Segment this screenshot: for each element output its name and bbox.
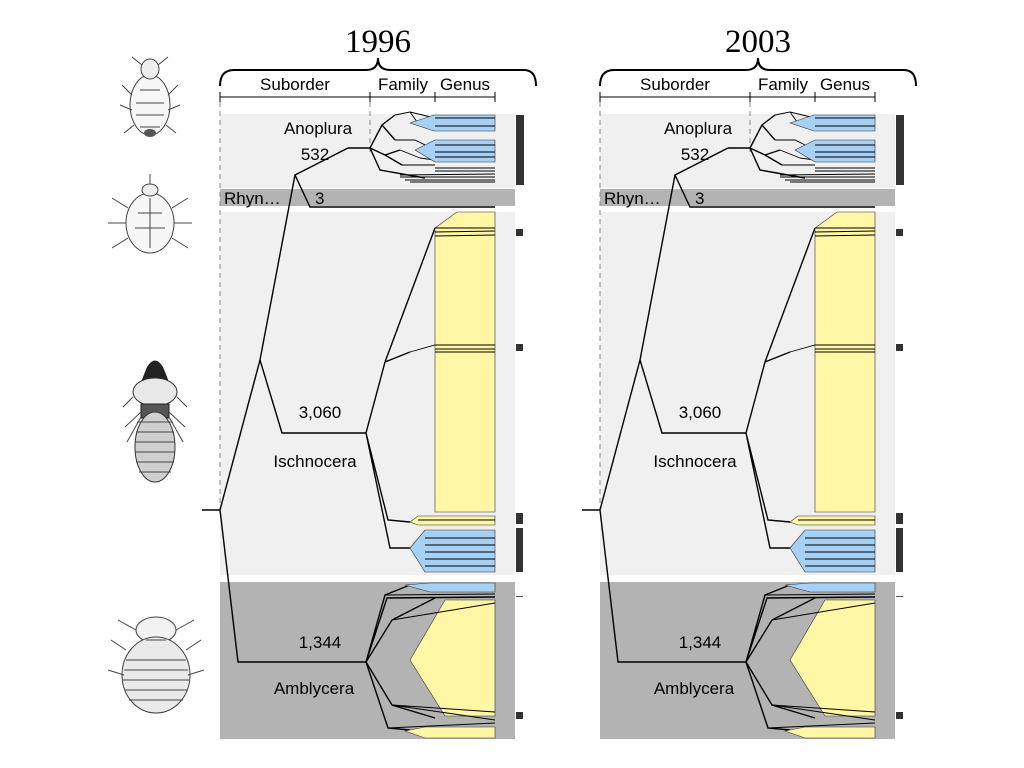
panel-year: 1996 xyxy=(345,24,411,60)
ischnocera-count: 3,060 xyxy=(679,403,722,422)
anoplura-label: Anoplura xyxy=(664,119,733,138)
panel-2003: 2003 Suborder Family Genus Anoplura 532 … xyxy=(581,24,917,740)
family-header: Family xyxy=(758,75,809,94)
genus-header: Genus xyxy=(820,75,870,94)
amblycera-label: Amblycera xyxy=(274,679,355,698)
genus-header: Genus xyxy=(440,75,490,94)
anoplura-count: 532 xyxy=(681,145,709,164)
suborder-header: Suborder xyxy=(260,75,330,94)
ischnocera-count: 3,060 xyxy=(299,403,342,422)
anoplura-count: 532 xyxy=(301,145,329,164)
amblycera-count: 1,344 xyxy=(679,633,722,652)
anoplura-label: Anoplura xyxy=(284,119,353,138)
elephant-louse-icon xyxy=(107,173,193,254)
suborder-header: Suborder xyxy=(640,75,710,94)
panel-1996: 1996 Suborder Family Genus Anoplura 532 … xyxy=(201,24,537,740)
ischnocera-label: Ischnocera xyxy=(653,452,737,471)
amblycera-label: Amblycera xyxy=(654,679,735,698)
family-header: Family xyxy=(378,75,429,94)
amblycera-count: 1,344 xyxy=(299,633,342,652)
panel-year: 2003 xyxy=(725,24,791,60)
rhyn-count: 3 xyxy=(315,189,324,208)
chewing-louse-icon xyxy=(122,360,188,483)
ischnocera-label: Ischnocera xyxy=(273,452,357,471)
rhyn-label: Rhyn… xyxy=(604,189,661,208)
amblyceran-louse-icon xyxy=(107,616,205,714)
sucking-louse-icon xyxy=(119,56,181,138)
rhyn-label: Rhyn… xyxy=(224,189,281,208)
rhyn-count: 3 xyxy=(695,189,704,208)
